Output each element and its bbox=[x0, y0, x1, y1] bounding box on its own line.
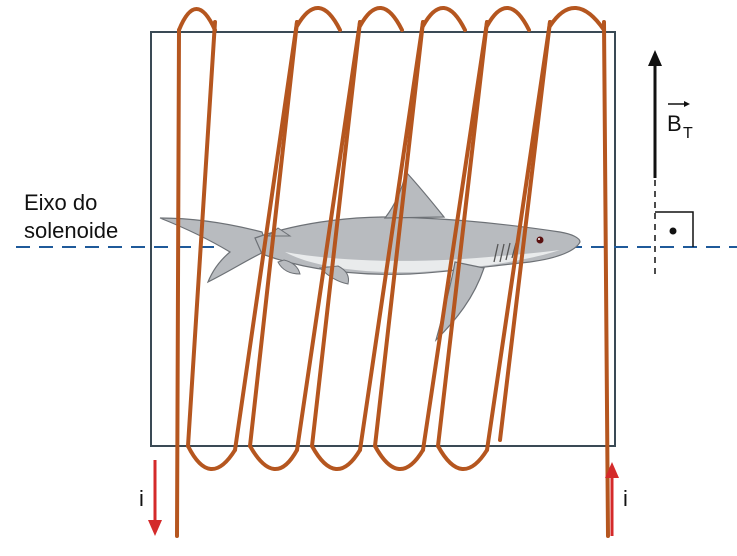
current-arrow-right bbox=[605, 462, 619, 536]
coil-top-loops bbox=[177, 6, 606, 32]
coil-bottom-loops bbox=[186, 444, 489, 471]
dot-out-of-page-icon bbox=[669, 227, 677, 235]
vector-arrow-over-b bbox=[668, 101, 690, 107]
field-label-b: B bbox=[667, 111, 682, 136]
field-arrow-bt bbox=[648, 50, 662, 178]
right-angle-marker-icon bbox=[655, 211, 694, 247]
field-label-subscript: T bbox=[683, 125, 693, 142]
coil-front-strands bbox=[175, 20, 610, 538]
axis-label-line1: Eixo do bbox=[24, 190, 97, 215]
current-arrow-left bbox=[148, 460, 162, 536]
current-label-right: i bbox=[623, 486, 628, 511]
current-label-left: i bbox=[139, 486, 144, 511]
axis-label-line2: solenoide bbox=[24, 218, 118, 243]
solenoid-frame bbox=[150, 31, 616, 447]
